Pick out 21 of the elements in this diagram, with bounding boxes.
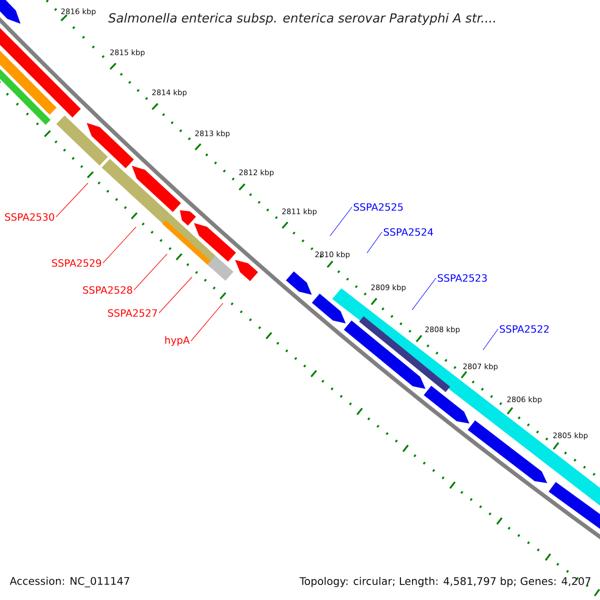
leader-line bbox=[102, 226, 136, 264]
leader-line bbox=[190, 302, 224, 342]
leader-line bbox=[412, 278, 436, 310]
gene-label: SSPA2525 bbox=[354, 203, 403, 211]
title: Salmonella enterica subsp. enterica serovar Paratyphi A str.... bbox=[108, 12, 495, 26]
gene-label: SSPA2528 bbox=[83, 286, 132, 294]
gene-label: SSPA2529 bbox=[52, 259, 102, 267]
gene-label: SSPA2523 bbox=[438, 274, 487, 282]
gene-label: SSPA2522 bbox=[500, 325, 549, 333]
footer-text: Topology: circular; Length: 4,581,797 bp; Genes: 4,207 bbox=[300, 576, 590, 588]
leader-line bbox=[330, 206, 352, 236]
gene-label: SSPA2524 bbox=[384, 228, 434, 236]
leader-line bbox=[366, 232, 382, 254]
footer-text: Accession: NC_011147 bbox=[10, 576, 130, 588]
leader-line bbox=[158, 276, 192, 314]
leader-line bbox=[134, 254, 168, 290]
leader-line bbox=[56, 182, 88, 218]
gene-label: SSPA2530 bbox=[5, 213, 54, 221]
gene-label: hypA bbox=[165, 336, 190, 346]
gene-label: SSPA2527 bbox=[108, 309, 157, 317]
leader-line bbox=[482, 328, 498, 350]
